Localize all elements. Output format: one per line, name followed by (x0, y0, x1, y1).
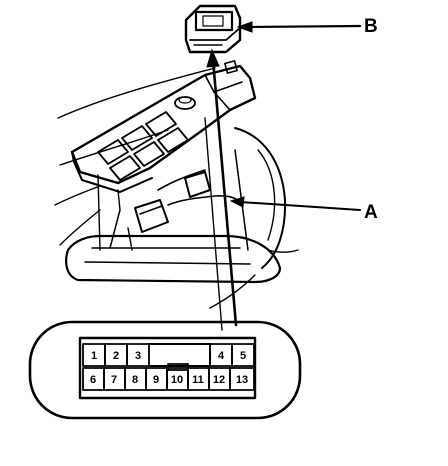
pin-cell (229, 367, 255, 391)
connector-pinout: 1 2 3 4 5 6 7 8 9 10 11 12 13 (28, 320, 302, 420)
pin-number: 7 (111, 374, 117, 386)
pin-number: 2 (113, 350, 119, 362)
pin-number: 10 (171, 374, 183, 386)
switch-b-component (184, 4, 242, 54)
leader-lines (204, 21, 362, 331)
pin-number: 13 (236, 374, 248, 386)
pin-number: 8 (132, 374, 138, 386)
window-switch-buttons (97, 111, 189, 181)
callout-label-b: B (364, 16, 378, 37)
connector-key (167, 363, 189, 371)
door-panel (54, 67, 299, 309)
pin-number: 4 (218, 350, 225, 362)
connector-outline (28, 320, 302, 420)
master-switch-assembly (70, 60, 257, 251)
pin-number: 5 (240, 350, 246, 362)
pin-cell (126, 343, 150, 367)
pin-number: 12 (213, 374, 225, 386)
lock-knob (174, 96, 196, 110)
pin-number: 9 (153, 374, 159, 386)
armrest-pocket (65, 149, 282, 284)
pin-number: 1 (91, 350, 97, 362)
callout-label-a: A (364, 202, 378, 223)
pin-number: 3 (135, 350, 141, 362)
harness-connectors (127, 169, 241, 251)
pin-cell (231, 343, 255, 367)
pin-number: 11 (192, 374, 204, 386)
pin-number: 6 (90, 374, 96, 386)
connector-face (78, 336, 257, 400)
